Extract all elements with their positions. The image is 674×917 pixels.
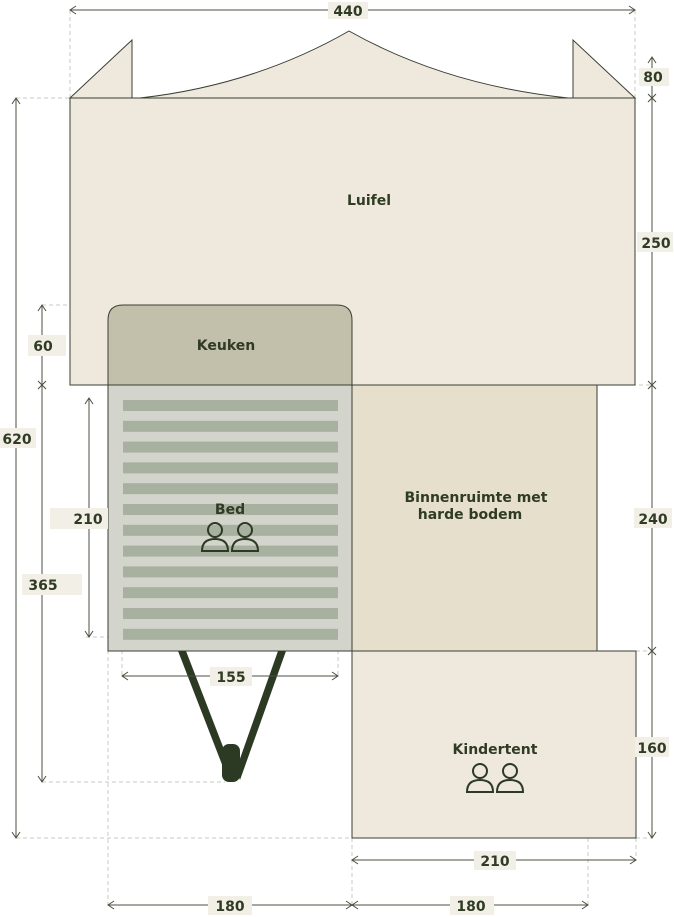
person-icon <box>200 522 230 552</box>
roof-peak-right <box>572 38 637 99</box>
dim-bottom-left-width: 180 <box>215 899 244 915</box>
bed-slat <box>123 628 338 640</box>
keuken-area <box>107 304 353 386</box>
bed-two-persons-icon <box>200 522 260 552</box>
dim-bed-width: 155 <box>216 670 245 686</box>
person-icon <box>465 763 495 793</box>
dim-inner-depth: 240 <box>638 512 667 528</box>
dim-keuken-depth: 60 <box>33 339 53 355</box>
bed-slat <box>123 483 338 495</box>
bed-slat <box>123 587 338 599</box>
dim-bed-length: 210 <box>73 512 102 528</box>
bed-slat <box>123 545 338 557</box>
bed-slat <box>123 608 338 619</box>
drawbar <box>178 651 286 782</box>
bed-slat <box>123 566 338 578</box>
bed-slat <box>123 420 338 432</box>
binnenruimte-label-line1: Binnenruimte met <box>405 490 548 506</box>
dim-total-width: 440 <box>333 4 362 20</box>
dim-roof-height: 80 <box>643 70 663 86</box>
luifel-label: Luifel <box>347 193 391 209</box>
bed-label: Bed <box>215 502 245 518</box>
bed-slat <box>123 504 338 515</box>
kindertent-label: Kindertent <box>453 742 538 758</box>
binnenruimte-label-line2: harde bodem <box>418 507 522 523</box>
bed-slats <box>123 400 338 640</box>
person-icon <box>495 763 525 793</box>
bed-slat <box>123 462 338 474</box>
keuken-label: Keuken <box>197 338 255 354</box>
dim-trailer-length: 365 <box>28 578 57 594</box>
dim-kindertent-depth: 160 <box>637 741 666 757</box>
person-icon <box>230 522 260 552</box>
bed-slat <box>123 524 338 536</box>
roof-arch <box>139 30 569 99</box>
roof-peak <box>68 38 133 99</box>
bed-slat <box>123 400 338 411</box>
binnenruimte-area <box>351 384 598 652</box>
dim-bottom-right-width: 180 <box>456 899 485 915</box>
kindertent-two-persons-icon <box>465 763 525 793</box>
bed-slat <box>123 441 338 453</box>
dim-luifel-depth: 250 <box>641 236 670 252</box>
dim-kindertent-width: 210 <box>480 854 509 870</box>
dim-overall-depth: 620 <box>2 432 31 448</box>
